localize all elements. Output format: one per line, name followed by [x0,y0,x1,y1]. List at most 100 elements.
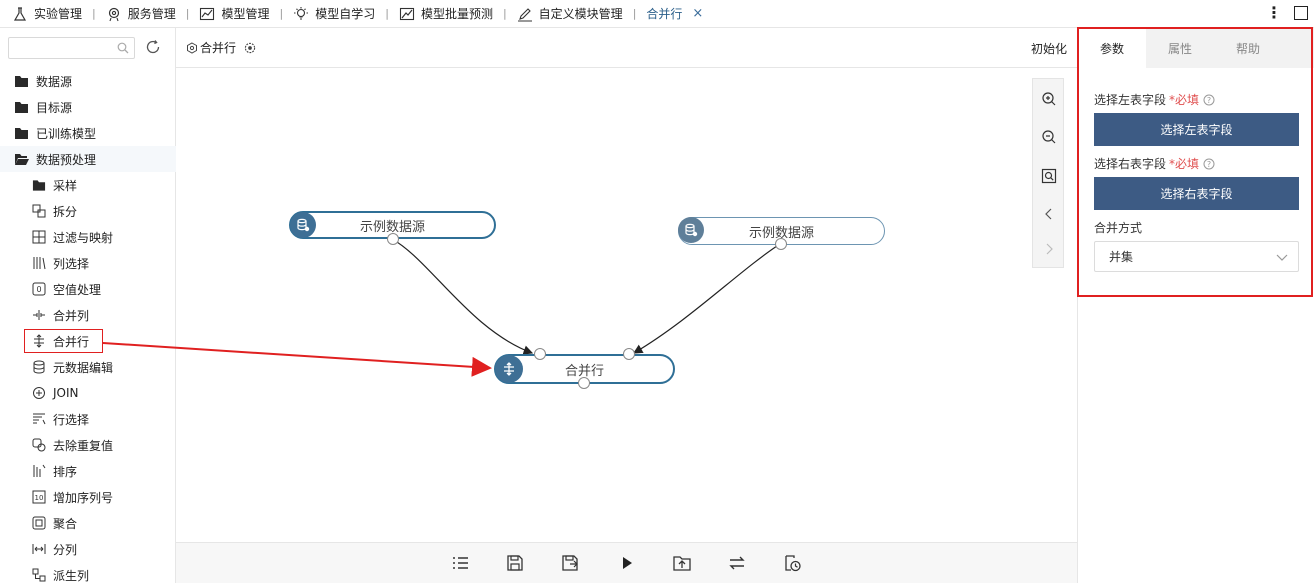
tab-help[interactable]: 帮助 [1235,42,1260,56]
tree-item-label: 数据预处理 [36,152,97,167]
tree-item-label: 行选择 [53,412,90,427]
save-icon[interactable] [505,553,525,573]
node-sample-data-source-right[interactable]: 示例数据源 [678,217,885,250]
folder-icon [15,102,28,113]
nav-separator: | [385,7,389,20]
derive-column-icon [32,568,46,582]
chevron-left-icon[interactable] [1041,206,1057,222]
nav-service-management[interactable]: 服务管理 [106,0,176,28]
tree-item-derive-column[interactable]: 派生列 [0,562,176,583]
input-port-left[interactable] [534,348,546,360]
output-port[interactable] [387,233,399,245]
tree-item-null-handling[interactable]: 0 空值处理 [0,276,176,302]
nav-model-management[interactable]: 模型管理 [199,0,269,28]
tree-item-merge-column[interactable]: 合并列 [0,302,176,328]
fit-view-icon[interactable] [1041,168,1057,184]
refresh-icon[interactable] [145,39,161,55]
annotation-highlight-box [24,329,103,353]
input-port-right[interactable] [623,348,635,360]
nav-label: 模型批量预测 [420,7,493,21]
flow-name-label: 合并行 [200,41,237,55]
tab-properties[interactable]: 属性 [1167,42,1192,56]
nav-label: 实验管理 [34,7,83,21]
initialize-button[interactable]: 初始化 [1030,42,1067,56]
export-folder-icon[interactable] [672,553,692,573]
list-icon[interactable] [450,553,470,573]
search-input[interactable] [13,38,113,58]
tree-item-split[interactable]: 拆分 [0,198,176,224]
edit-icon [517,7,532,22]
tree-folder-trained-models[interactable]: 已训练模型 [0,120,176,146]
help-icon[interactable]: ? [1203,158,1215,170]
tree-folder-target-source[interactable]: 目标源 [0,94,176,120]
tree-item-metadata-edit[interactable]: 元数据编辑 [0,354,176,380]
tree-folder-data-source[interactable]: 数据源 [0,68,176,94]
run-icon[interactable] [617,553,637,573]
tree-item-column-select[interactable]: 列选择 [0,250,176,276]
database-icon [33,360,45,374]
tree-item-filter-map[interactable]: 过滤与映射 [0,224,176,250]
tree-item-label: 过滤与映射 [53,230,114,245]
active-tab-label: 合并行 [646,7,683,21]
save-as-icon[interactable] [560,553,580,573]
schedule-icon[interactable] [782,553,802,573]
tree-item-add-serial[interactable]: 10 增加序列号 [0,484,176,510]
tree-item-sampling[interactable]: 采样 [0,172,176,198]
output-port[interactable] [578,377,590,389]
tree-item-label: 空值处理 [53,282,102,297]
tree-item-dedupe[interactable]: 去除重复值 [0,432,176,458]
flow-name: 合并行 [186,39,258,56]
nav-separator: | [632,7,637,20]
zoom-toolbar [1032,78,1064,268]
node-label: 示例数据源 [359,219,425,235]
tree-folder-preprocessing[interactable]: 数据预处理 [0,146,176,172]
properties-panel: » 参数 属性 帮助 选择左表字段 *必填 ? 选择左表字段 选择右表字段 *必… [1077,28,1314,583]
workflow-canvas[interactable] [176,68,1077,542]
nav-model-self-learning[interactable]: 模型自学习 [293,0,375,28]
swap-icon[interactable] [727,553,747,573]
tree-item-sort[interactable]: 排序 [0,458,176,484]
zoom-out-icon[interactable] [1041,129,1057,145]
svg-text:?: ? [1207,160,1211,169]
settings-icon[interactable] [244,42,256,54]
sort-icon [33,464,46,477]
merge-method-label: 合并方式 [1094,221,1143,235]
tree-item-label: 聚合 [53,516,78,531]
help-icon[interactable]: ? [1203,94,1215,106]
svg-text:0: 0 [36,285,41,294]
tree-item-label: 目标源 [36,100,73,115]
chevron-right-icon[interactable] [1041,241,1057,257]
merge-method-select[interactable]: 并集 [1094,241,1299,272]
nav-custom-module-management[interactable]: 自定义模块管理 [517,0,623,28]
database-icon [290,212,316,238]
top-navigation: 实验管理 | 服务管理 | 模型管理 | 模型自学习 | 模型批量预测 | 自定… [0,0,1314,28]
tree-item-split-column[interactable]: 分列 [0,536,176,562]
tree-item-aggregate[interactable]: 聚合 [0,510,176,536]
node-sample-data-source-left[interactable]: 示例数据源 [289,211,496,245]
output-port[interactable] [775,238,787,250]
tree-item-row-select[interactable]: 行选择 [0,406,176,432]
maximize-icon[interactable] [1294,6,1308,20]
tree-item-label: 采样 [53,178,78,193]
right-field-label-text: 选择右表字段 [1094,157,1167,171]
dedupe-icon [32,438,46,452]
select-left-fields-button[interactable]: 选择左表字段 [1094,113,1299,146]
close-tab-icon[interactable]: × [692,6,704,21]
nav-tab-merge-rows[interactable]: 合并行 × [646,0,703,28]
nav-experiment-management[interactable]: 实验管理 [12,0,82,28]
tree-item-join[interactable]: JOIN [0,380,176,406]
merge-row-icon [34,334,44,348]
tab-parameters[interactable]: 参数 [1078,28,1146,68]
zoom-in-icon[interactable] [1041,91,1057,107]
node-merge-rows[interactable]: 合并行 [494,348,675,389]
nav-separator: | [185,7,190,20]
nav-model-batch-prediction[interactable]: 模型批量预测 [399,0,493,28]
node-label: 合并行 [564,363,604,379]
tree-item-merge-row[interactable]: 合并行 [0,328,176,354]
right-field-label: 选择右表字段 *必填 ? [1094,155,1215,172]
select-right-fields-button[interactable]: 选择右表字段 [1094,177,1299,210]
more-options-icon[interactable]: ⋮ [1266,3,1282,22]
search-icon[interactable] [117,42,129,54]
row-select-icon [33,413,46,425]
join-icon [33,387,45,399]
